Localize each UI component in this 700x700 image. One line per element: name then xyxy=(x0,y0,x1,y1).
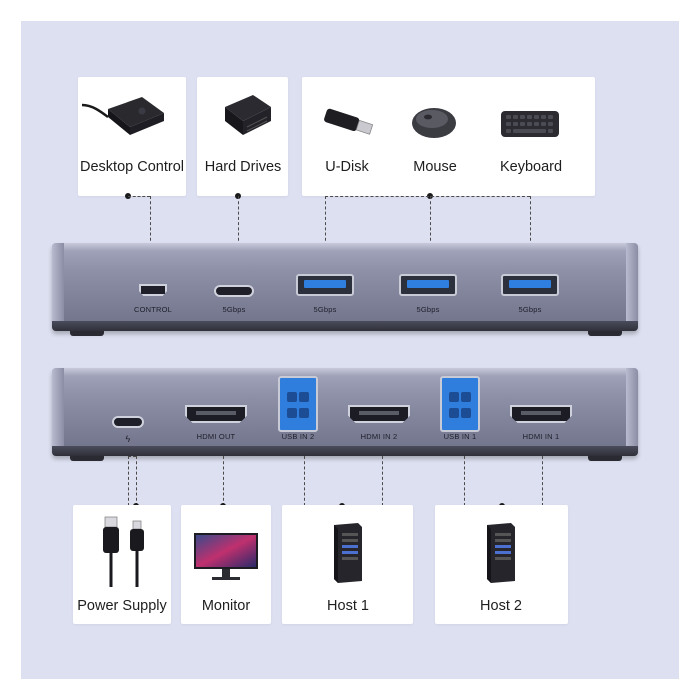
hdmi-out-label: HDMI OUT xyxy=(196,432,236,441)
dock-foot xyxy=(70,456,104,461)
dock-left-cap xyxy=(52,368,64,456)
dock-back: ϟ HDMI OUT USB IN 2 HDMI IN 2 USB IN 1 H… xyxy=(52,368,638,456)
mouse-label: Mouse xyxy=(413,159,457,175)
hard-drives-card: Hard Drives xyxy=(197,77,288,196)
host2-label: Host 2 xyxy=(480,598,522,614)
mouse-icon xyxy=(412,108,456,138)
dock-right-cap xyxy=(626,243,638,331)
host1-card: Host 1 xyxy=(282,505,413,624)
connector-line xyxy=(150,196,151,246)
hdmi-in-1-label: HDMI IN 1 xyxy=(522,432,560,441)
hdmi-out-port xyxy=(185,405,247,423)
power-supply-label: Power Supply xyxy=(77,598,167,614)
dock-base xyxy=(52,446,638,456)
dock-foot xyxy=(70,331,104,336)
hard-drives-label: Hard Drives xyxy=(204,159,282,175)
power-cable-icon xyxy=(103,516,144,587)
control-port-label: CONTROL xyxy=(133,305,173,314)
dock-foot xyxy=(588,331,622,336)
control-port xyxy=(139,284,167,296)
power-symbol: ϟ xyxy=(125,434,131,444)
usb-a-port-2-speed: 5Gbps xyxy=(416,305,440,314)
connector-line xyxy=(542,456,543,506)
connector-line xyxy=(128,456,129,506)
connector-line xyxy=(136,456,137,506)
monitor-icon xyxy=(194,533,258,580)
computer-tower-icon xyxy=(334,523,362,583)
host1-label: Host 1 xyxy=(327,598,369,614)
connector-line xyxy=(128,196,150,197)
desktop-control-label: Desktop Control xyxy=(80,159,184,175)
connector-line xyxy=(128,456,136,457)
usbc-port xyxy=(214,285,254,297)
dock-right-cap xyxy=(626,368,638,456)
hdmi-in-1-port xyxy=(510,405,572,423)
connector-line xyxy=(304,456,305,506)
desktop-control-icon xyxy=(81,97,164,135)
usb-a-port-1 xyxy=(296,274,354,296)
usb-devices-card: U-Disk Mouse Keyboard xyxy=(302,77,595,196)
computer-tower-icon xyxy=(487,523,515,583)
u-disk-label: U-Disk xyxy=(325,159,369,175)
dock-foot xyxy=(588,456,622,461)
usb-a-port-1-speed: 5Gbps xyxy=(313,305,337,314)
keyboard-label: Keyboard xyxy=(499,159,563,175)
connector-line xyxy=(530,196,531,246)
desktop-control-card: Desktop Control xyxy=(78,77,186,196)
dock-left-cap xyxy=(52,243,64,331)
hdmi-in-2-label: HDMI IN 2 xyxy=(360,432,398,441)
power-supply-card: Power Supply xyxy=(73,505,171,624)
host2-card: Host 2 xyxy=(435,505,568,624)
monitor-card: Monitor xyxy=(181,505,271,624)
connector-line xyxy=(325,196,530,197)
connector-line xyxy=(382,456,383,506)
u-disk-icon xyxy=(324,108,374,135)
monitor-label: Monitor xyxy=(201,598,251,614)
usb-in-1-label: USB IN 1 xyxy=(443,432,477,441)
usb-in-2-label: USB IN 2 xyxy=(281,432,315,441)
keyboard-icon xyxy=(501,111,559,137)
usb-a-port-3-speed: 5Gbps xyxy=(518,305,542,314)
dock-top-edge xyxy=(52,243,638,251)
connector-line xyxy=(238,196,239,246)
connector-line xyxy=(223,456,224,506)
dock-base xyxy=(52,321,638,331)
connector-line xyxy=(325,196,326,246)
hard-drive-icon xyxy=(225,95,271,135)
connector-line xyxy=(430,196,431,246)
hdmi-in-2-port xyxy=(348,405,410,423)
power-port xyxy=(112,416,144,428)
connector-line xyxy=(464,456,465,506)
dock-front: CONTROL 5Gbps 5Gbps 5Gbps 5Gbps xyxy=(52,243,638,331)
usb-in-1-port xyxy=(440,376,480,432)
usbc-speed-label: 5Gbps xyxy=(222,305,246,314)
dock-top-edge xyxy=(52,368,638,376)
usb-a-port-3 xyxy=(501,274,559,296)
usb-in-2-port xyxy=(278,376,318,432)
usb-a-port-2 xyxy=(399,274,457,296)
